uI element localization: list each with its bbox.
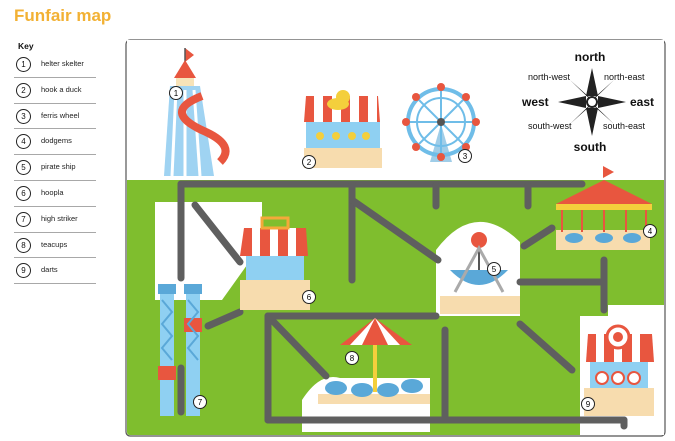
key-label: ferris wheel bbox=[41, 110, 80, 120]
key-number: 3 bbox=[16, 108, 31, 124]
marker-7: 7 bbox=[193, 395, 207, 409]
compass-south: south bbox=[574, 140, 607, 154]
key-item: 6 hoopla bbox=[14, 181, 96, 207]
compass-south-east: south-east bbox=[603, 121, 646, 131]
high-striker-icon bbox=[158, 284, 202, 416]
key-number: 1 bbox=[16, 57, 31, 72]
key-number: 9 bbox=[16, 263, 31, 279]
marker-label: 7 bbox=[198, 398, 203, 407]
key-number: 4 bbox=[16, 134, 31, 150]
marker-8: 8 bbox=[345, 351, 359, 365]
key-item: 4 dodgems bbox=[14, 129, 96, 156]
darts-icon bbox=[584, 324, 654, 416]
dodgems-icon bbox=[556, 166, 652, 250]
key-number: 6 bbox=[16, 185, 31, 201]
key-item: 8 teacups bbox=[14, 233, 96, 259]
ferris-wheel-icon bbox=[402, 83, 480, 162]
compass-north: north bbox=[575, 50, 606, 64]
marker-label: 8 bbox=[350, 354, 355, 363]
key-label: darts bbox=[41, 265, 58, 275]
marker-label: 4 bbox=[648, 227, 653, 236]
page-title: Funfair map bbox=[14, 6, 112, 25]
marker-label: 5 bbox=[492, 265, 497, 274]
key-label: dodgems bbox=[41, 136, 72, 146]
marker-1: 1 bbox=[169, 86, 183, 100]
key-label: high striker bbox=[41, 213, 78, 223]
hook-a-duck-icon bbox=[304, 90, 382, 168]
funfair-map: north south west east north-west north-e… bbox=[125, 39, 666, 437]
marker-9: 9 bbox=[581, 397, 595, 411]
marker-label: 2 bbox=[307, 158, 312, 167]
teacups-icon bbox=[318, 318, 430, 404]
compass-east: east bbox=[630, 95, 654, 109]
key-item: 9 darts bbox=[14, 258, 96, 285]
marker-label: 3 bbox=[463, 152, 468, 161]
key-item: 5 pirate ship bbox=[14, 155, 96, 181]
compass-rose-icon bbox=[558, 68, 626, 136]
marker-label: 6 bbox=[307, 293, 312, 302]
key-number: 7 bbox=[16, 211, 31, 227]
marker-label: 1 bbox=[174, 89, 179, 98]
key-label: hook a duck bbox=[41, 84, 82, 94]
key-item: 3 ferris wheel bbox=[14, 104, 96, 130]
key-item: 1 helter skelter bbox=[14, 52, 96, 78]
key-list: 1 helter skelter 2 hook a duck 3 ferris whe… bbox=[14, 52, 96, 285]
marker-2: 2 bbox=[302, 155, 316, 169]
key-number: 2 bbox=[16, 82, 31, 98]
marker-4: 4 bbox=[643, 224, 657, 238]
key-number: 5 bbox=[16, 160, 31, 176]
compass-west: west bbox=[521, 95, 549, 109]
key-label: teacups bbox=[41, 239, 68, 249]
marker-3: 3 bbox=[458, 149, 472, 163]
marker-5: 5 bbox=[487, 262, 501, 276]
compass-south-west: south-west bbox=[528, 121, 572, 131]
key-number: 8 bbox=[16, 237, 31, 253]
key-label: helter skelter bbox=[41, 59, 84, 68]
hoopla-icon bbox=[240, 216, 310, 310]
compass-north-west: north-west bbox=[528, 72, 571, 82]
paths bbox=[177, 180, 628, 430]
marker-label: 9 bbox=[586, 400, 591, 409]
key-item: 7 high striker bbox=[14, 207, 96, 233]
helter-skelter-icon bbox=[164, 48, 230, 177]
key-label: hoopla bbox=[41, 187, 64, 197]
key-heading: Key bbox=[18, 41, 34, 51]
marker-6: 6 bbox=[302, 290, 316, 304]
compass-north-east: north-east bbox=[604, 72, 645, 82]
key-item: 2 hook a duck bbox=[14, 78, 96, 104]
key-label: pirate ship bbox=[41, 162, 76, 172]
